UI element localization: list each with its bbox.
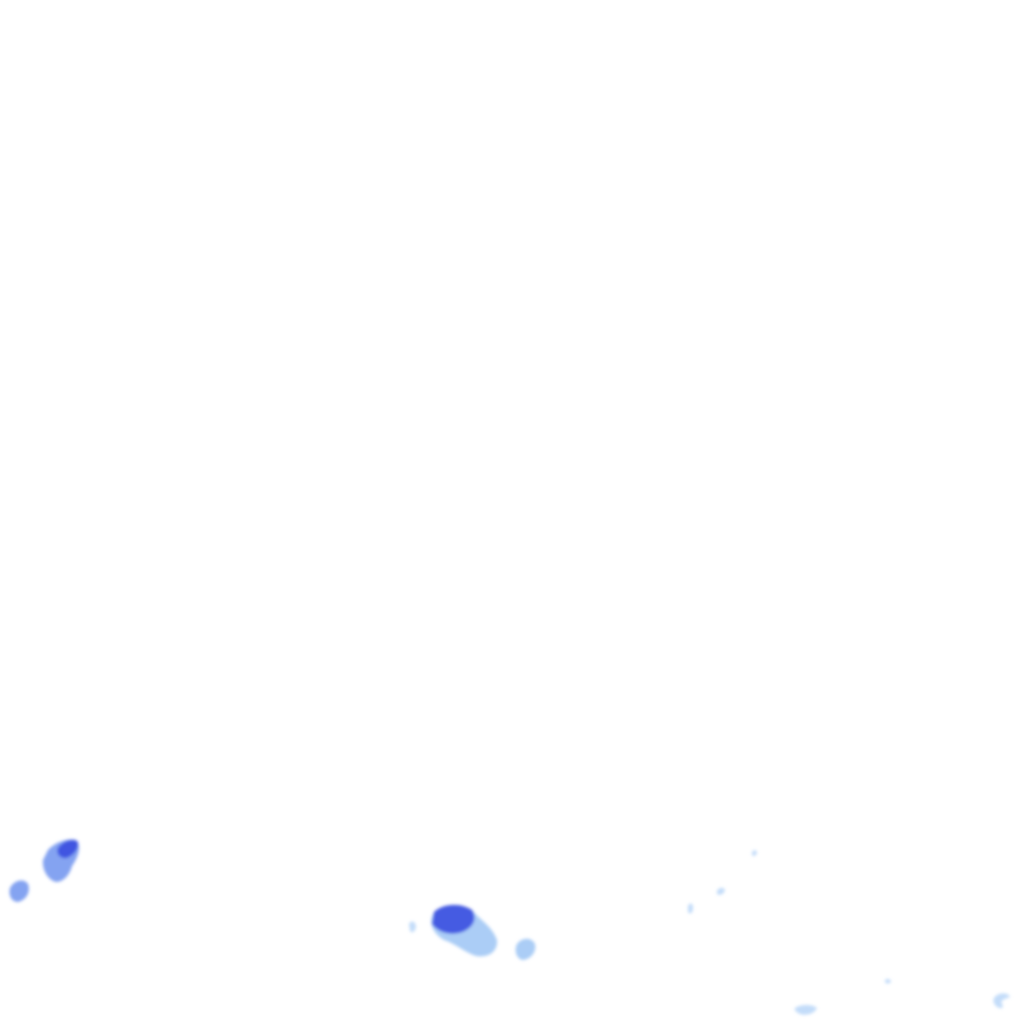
cell-cluster-center-core bbox=[432, 904, 475, 934]
speck-bottom-edge bbox=[794, 1005, 817, 1015]
speck-bottom-right-2 bbox=[993, 993, 1010, 1009]
speck-east-3 bbox=[752, 850, 757, 857]
speck-east-1 bbox=[688, 903, 693, 914]
cell-cluster-center-side bbox=[515, 938, 536, 960]
speck-center-left bbox=[409, 921, 416, 933]
speck-bottom-right-1 bbox=[885, 978, 891, 984]
cell-cluster-west-core bbox=[57, 840, 79, 858]
speck-east-2 bbox=[717, 887, 725, 895]
regions-layer bbox=[9, 839, 1010, 1015]
cell-cluster-west-small bbox=[9, 880, 29, 902]
